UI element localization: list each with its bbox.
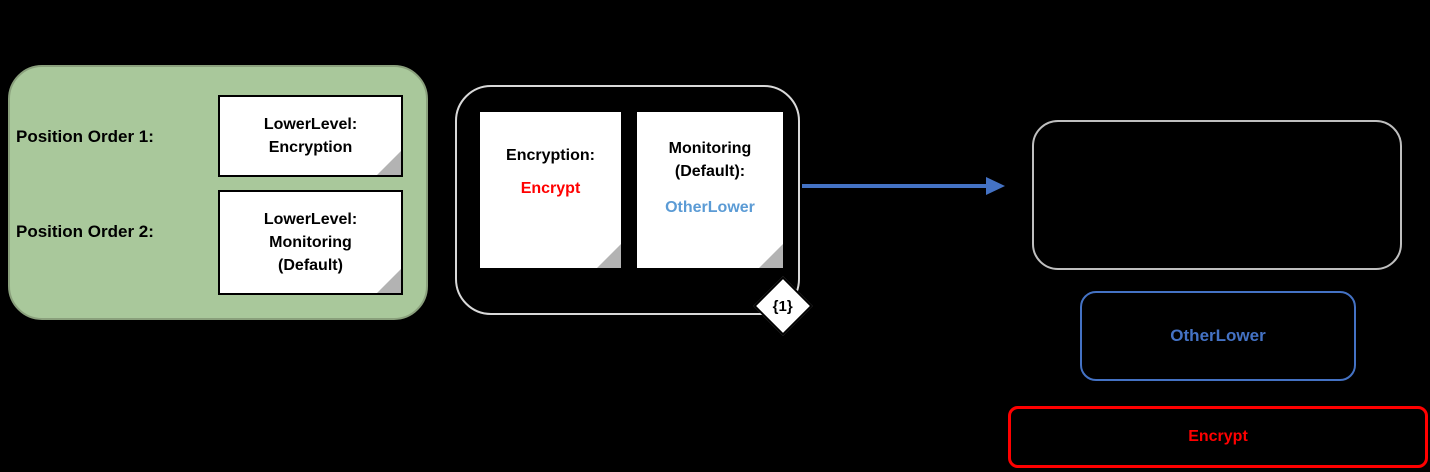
- note-encryption-encrypt: Encryption: Encrypt: [478, 110, 623, 270]
- note-line: LowerLevel:: [263, 115, 358, 133]
- note-title: Monitoring: [668, 140, 752, 158]
- note-monitoring-otherlower: Monitoring (Default): OtherLower: [635, 110, 785, 270]
- encrypt-box: Encrypt: [1008, 406, 1428, 468]
- position-order-2-label: Position Order 2:: [16, 222, 154, 241]
- result-container: [1032, 120, 1402, 270]
- otherlower-box-label: OtherLower: [1170, 326, 1266, 345]
- note-lowerlevel-encryption: LowerLevel: Encryption: [218, 95, 403, 177]
- arrow-shaft: [802, 184, 988, 188]
- multiplicity-badge-label: {1}: [772, 297, 794, 315]
- otherlower-box: OtherLower: [1080, 291, 1356, 381]
- note-value-otherlower: OtherLower: [665, 198, 755, 216]
- encrypt-box-label: Encrypt: [1188, 428, 1248, 445]
- folded-corner-icon: [377, 269, 401, 293]
- note-title: (Default):: [674, 163, 746, 181]
- note-line: Monitoring: [269, 233, 352, 251]
- note-line: LowerLevel:: [263, 210, 358, 228]
- note-value-encrypt: Encrypt: [520, 180, 581, 197]
- folded-corner-icon: [597, 244, 621, 268]
- note-line: Encryption: [268, 139, 353, 156]
- folded-corner-icon: [377, 151, 401, 175]
- position-order-1-label: Position Order 1:: [16, 127, 154, 146]
- folded-corner-icon: [759, 244, 783, 268]
- note-title: Encryption:: [506, 146, 595, 164]
- note-line: (Default): [278, 257, 343, 275]
- arrow-right-icon: [986, 177, 1005, 195]
- note-lowerlevel-monitoring: LowerLevel: Monitoring (Default): [218, 190, 403, 295]
